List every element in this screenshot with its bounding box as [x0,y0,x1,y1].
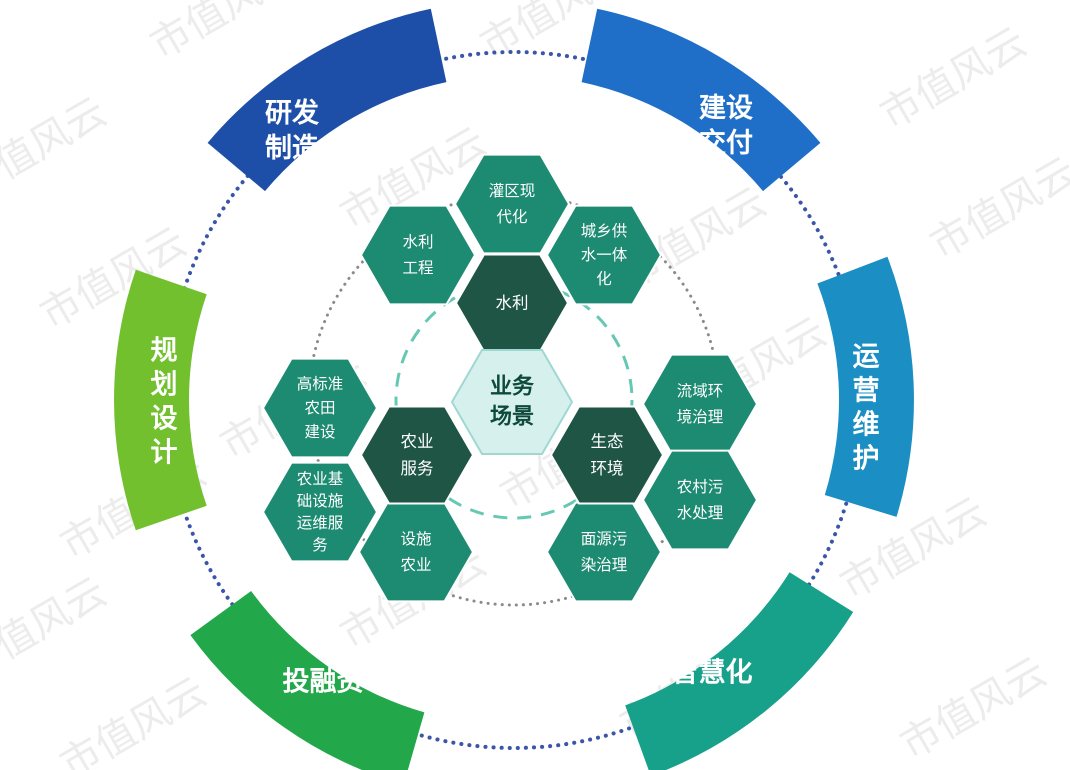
ring-segment-label: 维 [853,410,880,441]
ring-segment-label: 规 [151,336,178,367]
scenario-hex-label: 农村污 [677,478,724,496]
scenario-hex-label: 务 [312,536,328,554]
scenario-hex-shape [261,461,379,563]
ring-segment-shape [207,8,447,192]
scenario-hex-shape [359,204,477,306]
ring-segment-label: 制造 [265,133,319,164]
scenario-hex-label: 设施 [400,530,431,548]
scenario-hex-shape [453,153,571,255]
scenario-hex-label: 流域环 [677,382,724,400]
ring-segment-label: 建设 [699,93,753,124]
ring-segment-label: 设 [151,404,178,435]
scenario-hex-label: 高标准 [297,375,344,393]
ring-segment-shape [581,8,821,192]
scenario-hex-shape [545,204,663,306]
scenario-hex-label: 工程 [402,259,433,277]
ring-segment-label: 交付 [699,127,753,159]
scenario-hex-label: 水利 [402,233,433,251]
ring-segment-label: 划 [151,370,178,401]
ring-segment-label: 智慧化 [672,658,753,689]
hub-hex-label: 生态 [591,432,624,451]
hub-hex-water: 水利 [454,253,570,353]
scenario-hex-label: 染治理 [581,556,628,574]
scenario-hex-label: 境治理 [677,407,724,426]
scenario-hex-label: 面源污 [581,530,628,548]
scenario-hex-label: 城乡供 [581,222,628,240]
hub-hex-label: 环境 [591,459,624,478]
core-hex-shape [450,349,574,455]
scenario-hexagons: 灌区现代化水利工程城乡供水一体化高标准农田建设农业基础设施运维服务设施农业流域环… [261,153,759,603]
hub-hex-shape [549,405,665,505]
scenario-hex-label: 农业 [400,556,431,574]
scenario-hex-shape [261,357,379,459]
watermark-text: 市值风云 [833,489,995,609]
ring-segment-smart: 智慧化 [625,572,854,770]
scenario-hex-label: 农业基 [297,470,344,488]
ring-segment-label: 运 [853,342,880,373]
ring-segment-finance: 投融资 [190,591,425,770]
ring-segment-shape [817,256,914,517]
watermark-text: 市值风云 [0,569,114,689]
watermark-text: 市值风云 [143,0,305,69]
ring-segment-label: 护 [853,444,880,475]
ring-segment-shape [190,591,425,770]
watermark-text: 市值风云 [923,149,1070,269]
ring-segment-label: 研发 [265,97,319,129]
watermark-text: 市值风云 [873,19,1035,139]
scenario-hex-shape [545,501,663,603]
scenario-hex-shape [641,449,759,551]
watermark-text: 市值风云 [893,649,1055,769]
watermark-text: 市值风云 [0,89,114,209]
scenario-hex-label: 运维服 [297,514,344,532]
scenario-hex-label: 化 [596,270,612,288]
hub-hex-label: 水利 [496,294,529,313]
ring-segment-label: 投融资 [283,667,364,698]
scenario-hex-label: 代化 [496,208,527,226]
hub-hex-shape [359,405,475,505]
core-hex-label: 业务 [490,375,535,400]
scenario-hex-label: 灌区现 [489,182,536,200]
scenario-hex-label: 水处理 [677,504,724,522]
watermark-text: 市值风云 [53,669,215,770]
scenario-hex-label: 农田 [304,399,335,417]
ring-segment-label: 营 [853,376,880,407]
hub-hex-label: 服务 [401,459,434,478]
scenario-hex-label: 建设 [304,423,335,441]
ring-segment-shape [114,269,207,531]
scenario-hex-label: 础设施 [297,492,344,510]
scenario-hex-label: 水一体 [581,246,628,264]
ring-segment-label: 计 [151,438,178,469]
ring-segment-shape [625,572,854,770]
core-hex-label: 场景 [490,405,534,430]
hub-hex-label: 农业 [401,432,434,451]
